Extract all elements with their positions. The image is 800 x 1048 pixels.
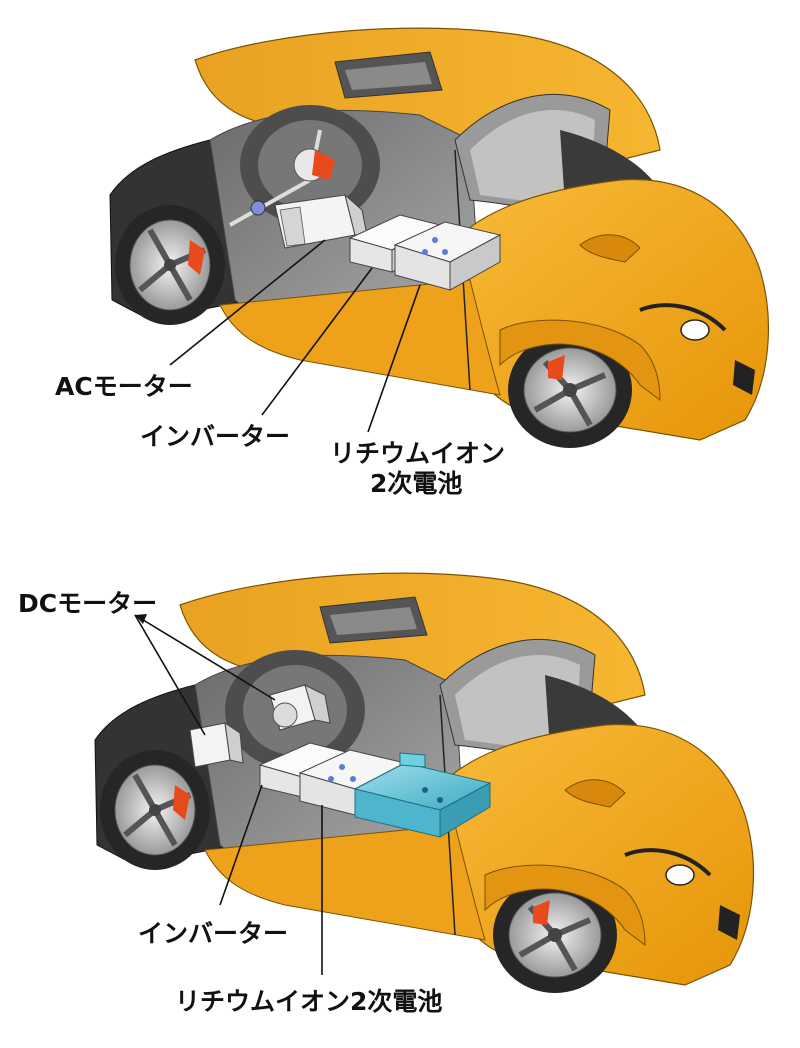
battery-component — [393, 221, 502, 291]
label-battery-bottom: リチウムイオン2次電池 — [175, 987, 442, 1016]
bottom-leader-lines — [134, 614, 323, 975]
battery-component-cyan — [353, 752, 492, 838]
dc-motor-left-component — [189, 721, 244, 768]
label-inverter-bottom: インバーター — [138, 919, 288, 948]
ac-motor-component — [274, 193, 369, 249]
label-ac-motor: ACモーター — [55, 372, 193, 401]
bottom-car-illustration — [95, 573, 753, 993]
top-leader-lines — [169, 239, 421, 433]
label-battery-top-line2: 2次電池 — [370, 469, 462, 498]
label-inverter-top: インバーター — [140, 422, 290, 451]
rear-axle-assembly — [229, 129, 335, 227]
dc-motor-rear-component — [269, 684, 331, 731]
label-battery-top-line1: リチウムイオン — [330, 439, 505, 468]
label-dc-motor: DCモーター — [18, 589, 157, 618]
top-car-illustration — [110, 28, 768, 448]
